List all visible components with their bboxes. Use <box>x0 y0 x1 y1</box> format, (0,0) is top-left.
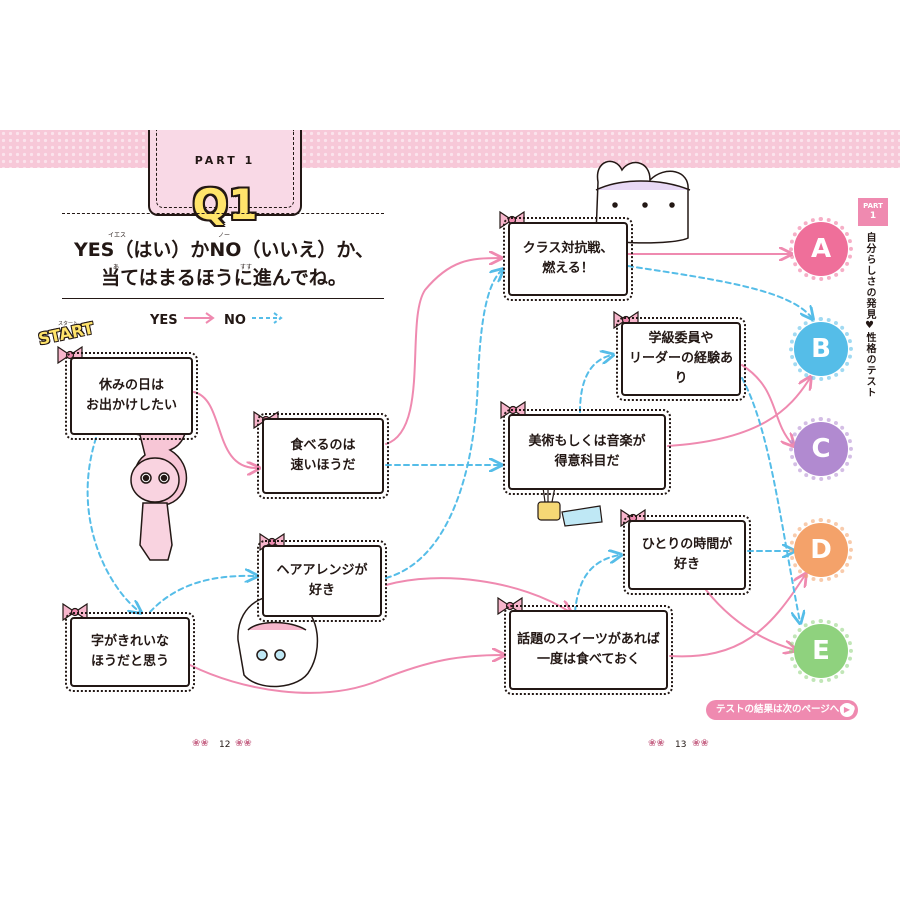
result-d[interactable]: D <box>789 518 853 582</box>
yes-arrow-icon <box>184 312 215 324</box>
yes-arrow-q9-d <box>669 575 805 658</box>
question-badge: PART 1 <box>148 130 302 216</box>
result-a[interactable]: A <box>789 217 853 281</box>
instruction-line-2: 当てはまるほうに進んでね。 <box>101 267 347 289</box>
part-label: PART 1 <box>194 154 256 167</box>
no-arrow-q4-q3 <box>149 576 256 613</box>
rose-icon: ❀❀ <box>235 738 252 749</box>
rose-icon: ❀❀ <box>648 738 665 749</box>
yes-arrow-q4-q9 <box>189 655 503 694</box>
rose-icon: ❀❀ <box>192 738 209 749</box>
no-arrow-icon <box>252 312 284 324</box>
question-card-6[interactable]: 学級委員や リーダーの経験あり <box>616 317 746 401</box>
no-arrow-q3-q5 <box>385 270 502 579</box>
question-card-5[interactable]: クラス対抗戦、 燃える！ <box>503 217 633 301</box>
question-card-7[interactable]: 美術もしくは音楽が 得意科目だ <box>503 409 671 495</box>
legend-yes: YES <box>150 312 216 328</box>
page-number-left: 12 <box>219 740 231 750</box>
instruction-line-1: YES（はい）かNO（いいえ）か、 <box>73 239 375 261</box>
divider <box>62 213 384 214</box>
play-icon: ▶ <box>840 703 854 717</box>
yes-arrow-q3-q9 <box>385 577 570 612</box>
question-card-9[interactable]: 話題のスイーツがあれば 一度は食べておく <box>504 605 673 695</box>
yes-arrow-q7-b <box>667 378 810 447</box>
yes-arrow-q1-q2 <box>193 391 258 468</box>
side-title: 自分らしさの発見♥性格のテスト <box>864 232 875 398</box>
next-page-button[interactable]: テストの結果は次のページへGO ▶ <box>706 700 858 720</box>
no-arrow-q7-q6 <box>579 355 612 413</box>
side-tab: PART 1 <box>858 198 888 226</box>
result-b[interactable]: B <box>789 317 853 381</box>
page-number-right: 13 <box>675 740 687 750</box>
yes-arrow-q6-c <box>741 364 793 445</box>
rose-icon: ❀❀ <box>692 738 709 749</box>
no-arrow-q1-q4 <box>86 437 140 612</box>
yes-arrow-q2-q5 <box>385 258 500 445</box>
yes-arrow-q8-e <box>705 589 795 650</box>
question-card-3[interactable]: ヘアアレンジが 好き <box>257 540 387 622</box>
divider <box>62 298 384 299</box>
result-c[interactable]: C <box>789 417 853 481</box>
question-number: Q1 <box>192 180 258 229</box>
no-arrow-q5-b <box>627 265 812 318</box>
question-card-1[interactable]: 休みの日は お出かけしたい <box>65 352 198 440</box>
question-card-4[interactable]: 字がきれいな ほうだと思う <box>65 612 195 692</box>
no-arrow-q6-e <box>741 377 800 622</box>
result-e[interactable]: E <box>789 619 853 683</box>
question-card-2[interactable]: 食べるのは 速いほうだ <box>257 413 389 499</box>
legend-no: NO <box>224 312 284 328</box>
question-card-8[interactable]: ひとりの時間が 好き <box>623 515 751 595</box>
no-arrow-q9-q8 <box>574 555 620 613</box>
